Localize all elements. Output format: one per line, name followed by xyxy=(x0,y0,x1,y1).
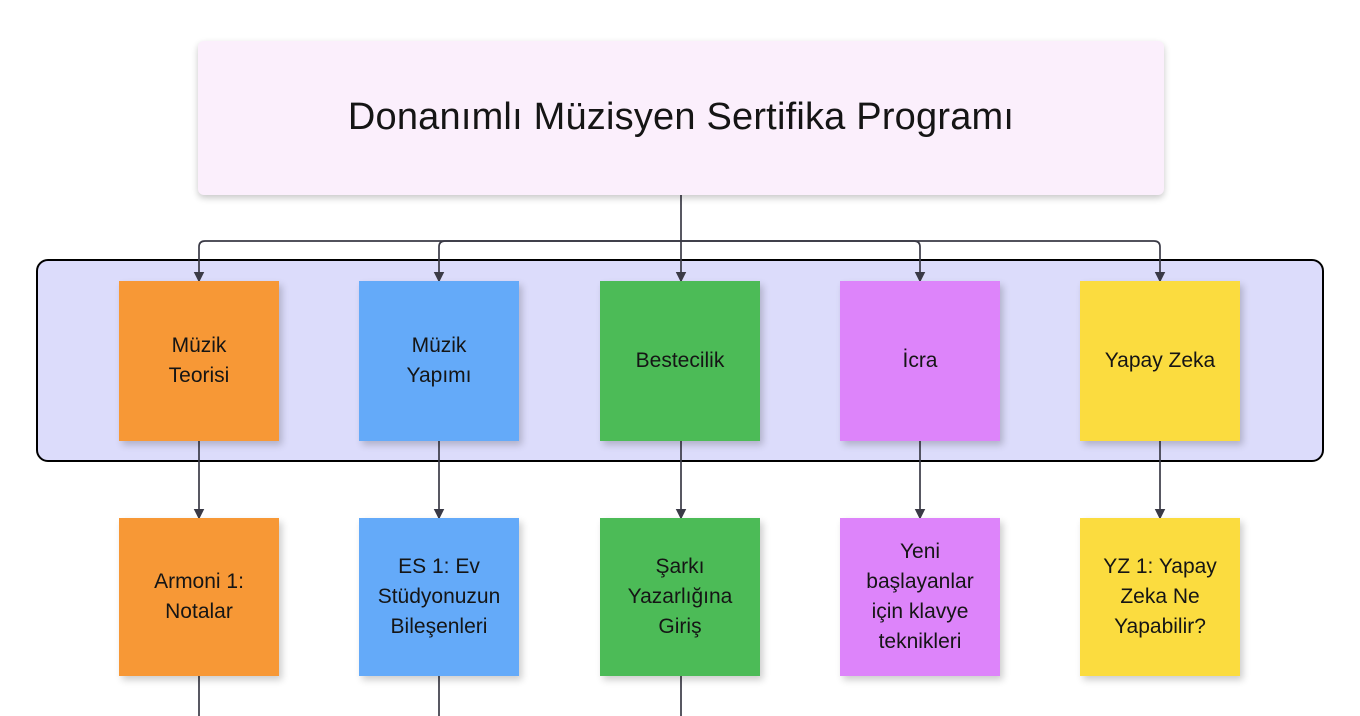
program-title-card[interactable]: Donanımlı Müzisyen Sertifika Programı xyxy=(198,41,1164,195)
course-card-sarki-yazarligi[interactable]: Şarkı Yazarlığına Giriş xyxy=(600,518,760,676)
category-label: Müzik Yapımı xyxy=(406,334,472,387)
category-card-muzik-yapimi[interactable]: Müzik Yapımı xyxy=(359,281,519,441)
course-card-yz-1[interactable]: YZ 1: Yapay Zeka Ne Yapabilir? xyxy=(1080,518,1240,676)
category-card-bestecilik[interactable]: Bestecilik xyxy=(600,281,760,441)
category-label: Müzik Teorisi xyxy=(168,334,230,387)
category-card-icra[interactable]: İcra xyxy=(840,281,1000,441)
category-label: Yapay Zeka xyxy=(1104,349,1216,373)
course-card-armoni-1[interactable]: Armoni 1: Notalar xyxy=(119,518,279,676)
category-label: İcra xyxy=(902,349,938,373)
course-card-klavye-teknikleri[interactable]: Yeni başlayanlar için klavye teknikleri xyxy=(840,518,1000,676)
course-label: Şarkı Yazarlığına Giriş xyxy=(627,555,733,638)
page-title: Donanımlı Müzisyen Sertifika Programı xyxy=(347,96,1015,139)
course-card-es-1[interactable]: ES 1: Ev Stüdyonuzun Bileşenleri xyxy=(359,518,519,676)
course-label: ES 1: Ev Stüdyonuzun Bileşenleri xyxy=(377,555,501,638)
category-card-muzik-teorisi[interactable]: Müzik Teorisi xyxy=(119,281,279,441)
course-label: Yeni başlayanlar için klavye teknikleri xyxy=(866,540,974,653)
category-label: Bestecilik xyxy=(635,349,725,373)
course-label: Armoni 1: Notalar xyxy=(154,570,244,623)
course-label: YZ 1: Yapay Zeka Ne Yapabilir? xyxy=(1103,555,1217,638)
category-card-yapay-zeka[interactable]: Yapay Zeka xyxy=(1080,281,1240,441)
